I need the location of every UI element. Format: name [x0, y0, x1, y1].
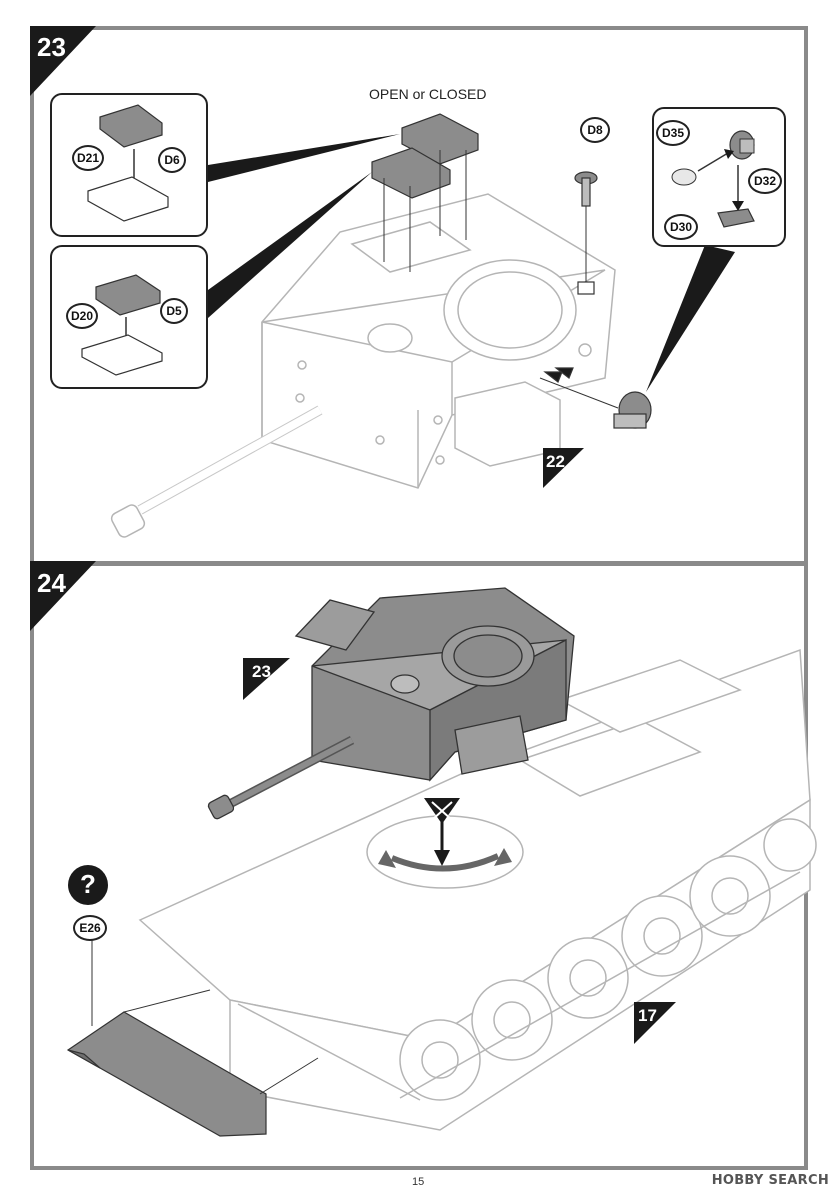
step-divider	[30, 561, 808, 566]
detail-box-d21-d6	[50, 93, 208, 237]
page-number: 15	[412, 1176, 425, 1188]
e26-leader-2	[259, 1057, 319, 1095]
part-label-d5: D5	[160, 298, 188, 324]
ref-22-marker	[543, 448, 584, 488]
pointer-d21-d6	[208, 134, 400, 182]
question-mark: ?	[80, 869, 96, 899]
step-24-number: 24	[37, 568, 66, 598]
pointer-periscope	[646, 245, 735, 392]
part-label-d35: D35	[656, 120, 690, 146]
step-23-marker	[30, 26, 96, 96]
part-label-d32: D32	[748, 168, 782, 194]
periscope-detail-drawing	[671, 130, 755, 228]
ref-17-marker	[634, 1002, 676, 1044]
d20-d5-drawing	[81, 274, 163, 376]
step-24-marker	[30, 561, 96, 631]
ref-step-22: 22	[546, 452, 565, 471]
d21-d6-drawing	[87, 104, 169, 222]
periscope-part	[539, 367, 652, 429]
step23-turret-drawing	[110, 193, 616, 538]
part-label-d20: D20	[66, 303, 98, 329]
no-glue-icon	[424, 798, 460, 824]
part-label-d8: D8	[580, 117, 610, 143]
e26-leader-1	[123, 989, 211, 1013]
watermark: HOBBY SEARCH	[711, 1173, 829, 1188]
d8-part	[574, 171, 598, 295]
ref-23-marker	[243, 658, 290, 700]
pointer-d20-d5	[208, 172, 372, 318]
step24-turret	[207, 587, 575, 820]
part-label-d6: D6	[158, 147, 186, 173]
part-label-d21: D21	[72, 145, 104, 171]
part-label-e26: E26	[73, 915, 107, 941]
step24-hull-drawing	[138, 648, 817, 1131]
ref-step-23: 23	[252, 662, 271, 681]
e26-part	[66, 936, 267, 1137]
ref-step-17: 17	[638, 1006, 657, 1025]
step-23-number: 23	[37, 32, 66, 62]
question-icon	[68, 865, 108, 905]
part-label-d30: D30	[664, 214, 698, 240]
hatch-parts	[371, 113, 479, 272]
open-closed-note: OPEN or CLOSED	[369, 86, 487, 102]
